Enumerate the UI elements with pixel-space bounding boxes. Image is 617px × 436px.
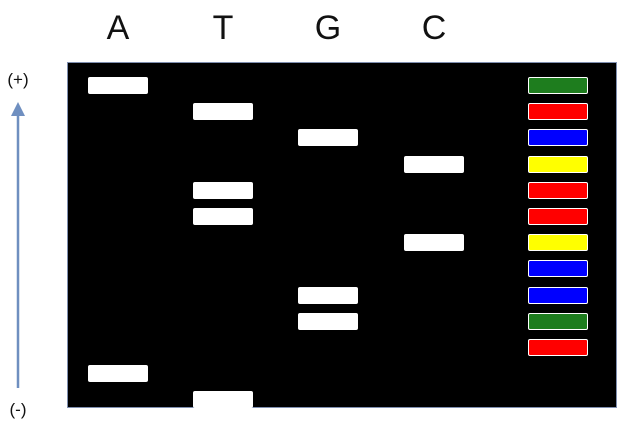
band-lane-c-2 xyxy=(404,234,464,251)
ladder-band-8 xyxy=(528,260,588,277)
ladder-band-7 xyxy=(528,234,588,251)
band-lane-g-1 xyxy=(298,129,358,146)
ladder-band-6 xyxy=(528,208,588,225)
lane-label-a: A xyxy=(106,9,130,47)
band-lane-a-2 xyxy=(88,365,148,382)
negative-pole-label: (-) xyxy=(9,400,27,419)
ladder-band-5 xyxy=(528,182,588,199)
ladder-band-1 xyxy=(528,77,588,94)
band-lane-t-4 xyxy=(193,391,253,408)
lane-label-t: T xyxy=(212,9,234,47)
band-lane-g-2 xyxy=(298,287,358,304)
band-lane-t-3 xyxy=(193,208,253,225)
lane-label-g: G xyxy=(314,9,342,47)
band-lane-a-1 xyxy=(88,77,148,94)
positive-pole-label: (+) xyxy=(7,70,29,89)
band-lane-t-2 xyxy=(193,182,253,199)
gel xyxy=(67,62,617,408)
ladder-band-2 xyxy=(528,103,588,120)
ladder-band-9 xyxy=(528,287,588,304)
band-lane-g-3 xyxy=(298,313,358,330)
ladder-band-3 xyxy=(528,129,588,146)
ladder-band-11 xyxy=(528,339,588,356)
band-lane-c-1 xyxy=(404,156,464,173)
ladder-band-10 xyxy=(528,313,588,330)
lane-label-c: C xyxy=(421,9,447,47)
ladder-band-4 xyxy=(528,156,588,173)
band-lane-t-1 xyxy=(193,103,253,120)
migration-arrow-icon xyxy=(11,102,25,388)
